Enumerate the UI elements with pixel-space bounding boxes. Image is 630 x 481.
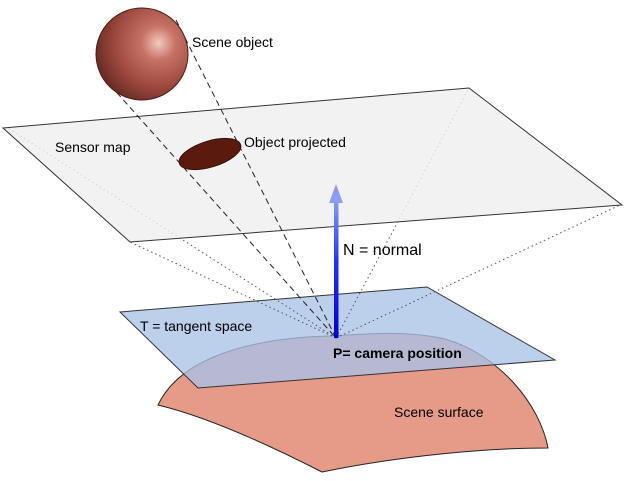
- label-normal: N = normal: [343, 242, 422, 259]
- projection-lines: [109, 19, 337, 339]
- normal-arrow-shaft: [334, 200, 339, 338]
- label-camera-position: P= camera position: [333, 345, 462, 361]
- projection-line: [109, 84, 337, 339]
- normal-arrow: [329, 184, 343, 338]
- label-scene-object: Scene object: [192, 34, 273, 50]
- scene-object-sphere: [95, 7, 189, 101]
- label-tangent-space: T = tangent space: [140, 318, 252, 334]
- frustum-line: [129, 241, 337, 339]
- sensor-plane: [1, 87, 624, 243]
- label-scene-surface: Scene surface: [394, 404, 484, 420]
- normal-arrow-head: [329, 184, 343, 203]
- label-sensor-map: Sensor map: [55, 139, 131, 155]
- label-object-projected: Object projected: [244, 134, 346, 150]
- frustum-line: [335, 204, 621, 339]
